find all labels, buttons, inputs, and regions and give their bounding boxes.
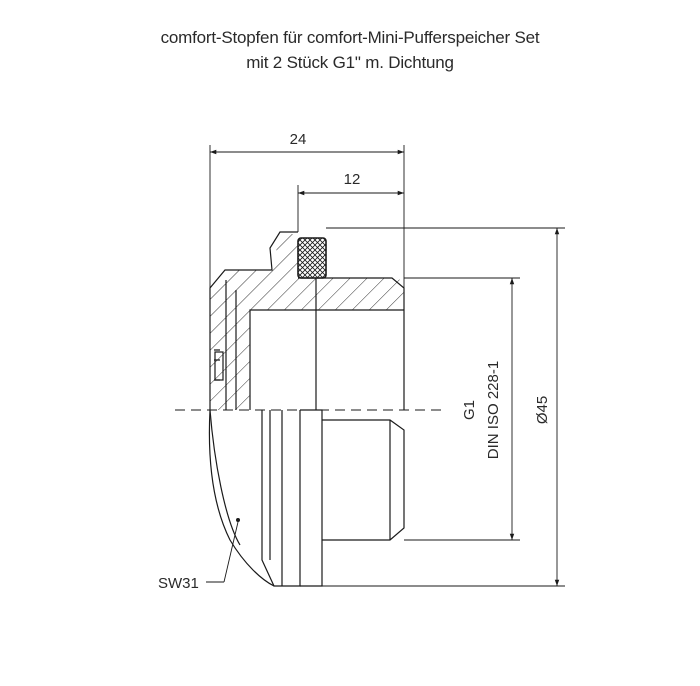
plug-section-upper [209,231,405,410]
drawing-title-line-2: mit 2 Stück G1" m. Dichtung [246,53,454,72]
dimension-thread-length [297,185,404,232]
leader-wrench-size [206,521,239,583]
plug-view-lower [208,409,405,587]
drawing-title-line-1: comfort-Stopfen für comfort-Mini-Puffers… [160,28,540,47]
dim-thread-standard: DIN ISO 228-1 [485,361,502,459]
leader-dot [236,518,240,522]
seal-ring [297,237,327,279]
dim-thread-label: G1 [461,400,478,420]
dim-diameter: Ø45 [534,396,551,424]
dim-thread-length: 12 [344,171,361,188]
dimension-thread-size [404,277,520,541]
dimension-overall-length [209,145,405,288]
dim-overall-length: 24 [290,131,307,148]
dimension-diameter [300,227,565,587]
dim-wrench-size: SW31 [158,575,199,592]
